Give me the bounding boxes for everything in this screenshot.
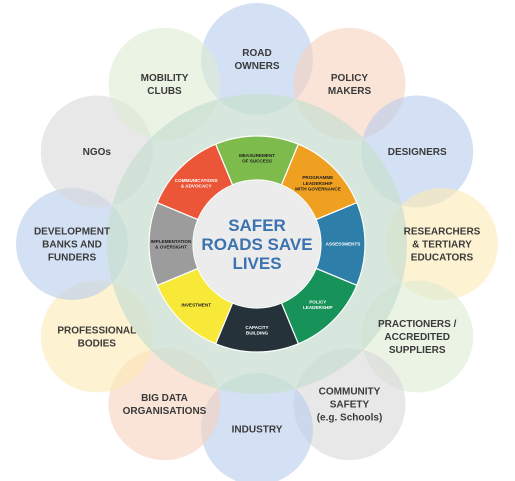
label-line: BODIES bbox=[78, 339, 117, 350]
wheel-segment-communications-advocacy bbox=[156, 143, 234, 221]
label-line: INDUSTRY bbox=[232, 425, 283, 436]
label-line: CLUBS bbox=[147, 86, 182, 97]
label-line: WITH GOVERNANCE bbox=[295, 186, 341, 191]
label-line: BANKS AND bbox=[42, 240, 102, 251]
label-line: SAFER bbox=[228, 216, 286, 235]
label-line: FUNDERS bbox=[48, 253, 97, 264]
label-line: (e.g. Schools) bbox=[317, 413, 383, 424]
label-line: LEADERSHIP bbox=[303, 305, 333, 310]
stakeholder-label-practioners-accredited-suppliers: PRACTIONERS / ACCREDITED SUPPLIERS bbox=[378, 319, 457, 356]
label-line: ORGANISATIONS bbox=[123, 406, 207, 417]
stakeholder-label-mobility-clubs: MOBILITY CLUBS bbox=[141, 73, 189, 97]
label-line: POLICY bbox=[331, 73, 369, 84]
label-line: DESIGNERS bbox=[388, 147, 447, 158]
label-line: OWNERS bbox=[235, 61, 280, 72]
label-line: LIVES bbox=[232, 254, 281, 273]
label-line: SAFETY bbox=[330, 400, 370, 411]
label-line: ROAD bbox=[242, 48, 271, 59]
stakeholder-circle-development-banks-and-funders bbox=[16, 188, 128, 300]
label-line: COMMUNICATIONS bbox=[175, 178, 218, 183]
label-line: CAPACITY bbox=[245, 325, 268, 330]
stakeholder-label-professional-bodies: PROFESSIONAL BODIES bbox=[57, 326, 136, 350]
label-line: INVESTMENT bbox=[181, 302, 211, 307]
stakeholder-label-designers: DESIGNERS bbox=[388, 147, 447, 158]
label-line: MEASUREMENT bbox=[239, 153, 275, 158]
wheel-label-implementation-oversight: IMPLEMENTATION& OVERSIGHT bbox=[151, 239, 192, 250]
label-line: EDUCATORS bbox=[411, 253, 474, 264]
label-line: OF SUCCESS bbox=[242, 158, 272, 163]
stakeholder-circle-road-owners bbox=[201, 3, 313, 115]
label-line: BUILDING bbox=[246, 330, 269, 335]
label-line: MAKERS bbox=[328, 86, 372, 97]
stakeholder-label-industry: INDUSTRY bbox=[232, 425, 283, 436]
label-line: ACCREDITED bbox=[384, 332, 450, 343]
stakeholder-labels: ROAD OWNERS POLICY MAKERS DESIGNERS RESEARCHE… bbox=[34, 48, 481, 436]
stakeholder-label-ngos: NGOs bbox=[83, 147, 112, 158]
stakeholder-label-researchers-tertiary-educators: RESEARCHERS & TERTIARY EDUCATORS bbox=[404, 227, 481, 264]
stakeholder-circle-researchers-tertiary-educators bbox=[386, 188, 498, 300]
label-line: IMPLEMENTATION bbox=[151, 239, 192, 244]
stakeholder-label-road-owners: ROAD OWNERS bbox=[235, 48, 280, 72]
stakeholder-label-big-data-organisations: BIG DATA ORGANISATIONS bbox=[123, 393, 207, 417]
center-disc bbox=[194, 181, 320, 307]
label-line: & ADVOCACY bbox=[181, 184, 212, 189]
label-line: PROFESSIONAL bbox=[57, 326, 136, 337]
stakeholder-label-development-banks-and-funders: DEVELOPMENT BANKS AND FUNDERS bbox=[34, 227, 110, 264]
stakeholder-label-policy-makers: POLICY MAKERS bbox=[328, 73, 372, 97]
label-line: LEADERSHIP bbox=[303, 181, 333, 186]
label-line: & OVERSIGHT bbox=[155, 244, 187, 249]
wheel-label-investment: INVESTMENT bbox=[181, 302, 211, 307]
label-line: RESEARCHERS bbox=[404, 227, 481, 238]
label-line: ASSESSMENTS bbox=[326, 242, 361, 247]
wheel-label-assessments: ASSESSMENTS bbox=[326, 242, 361, 247]
label-line: & TERTIARY bbox=[412, 240, 472, 251]
stakeholder-label-community-safety-e-g-schools: COMMUNITY SAFETY (e.g. Schools) bbox=[317, 387, 383, 424]
stakeholder-circle-industry bbox=[201, 373, 313, 481]
label-line: PROGRAMME bbox=[302, 175, 333, 180]
label-line: NGOs bbox=[83, 147, 112, 158]
label-line: MOBILITY bbox=[141, 73, 189, 84]
label-line: BIG DATA bbox=[141, 393, 188, 404]
label-line: COMMUNITY bbox=[319, 387, 381, 398]
wheel-label-communications-advocacy: COMMUNICATIONS& ADVOCACY bbox=[175, 178, 218, 189]
label-line: ROADS SAVE bbox=[201, 235, 312, 254]
label-line: PRACTIONERS / bbox=[378, 319, 457, 330]
label-line: SUPPLIERS bbox=[389, 345, 446, 356]
label-line: DEVELOPMENT bbox=[34, 227, 110, 238]
label-line: POLICY bbox=[309, 300, 326, 305]
